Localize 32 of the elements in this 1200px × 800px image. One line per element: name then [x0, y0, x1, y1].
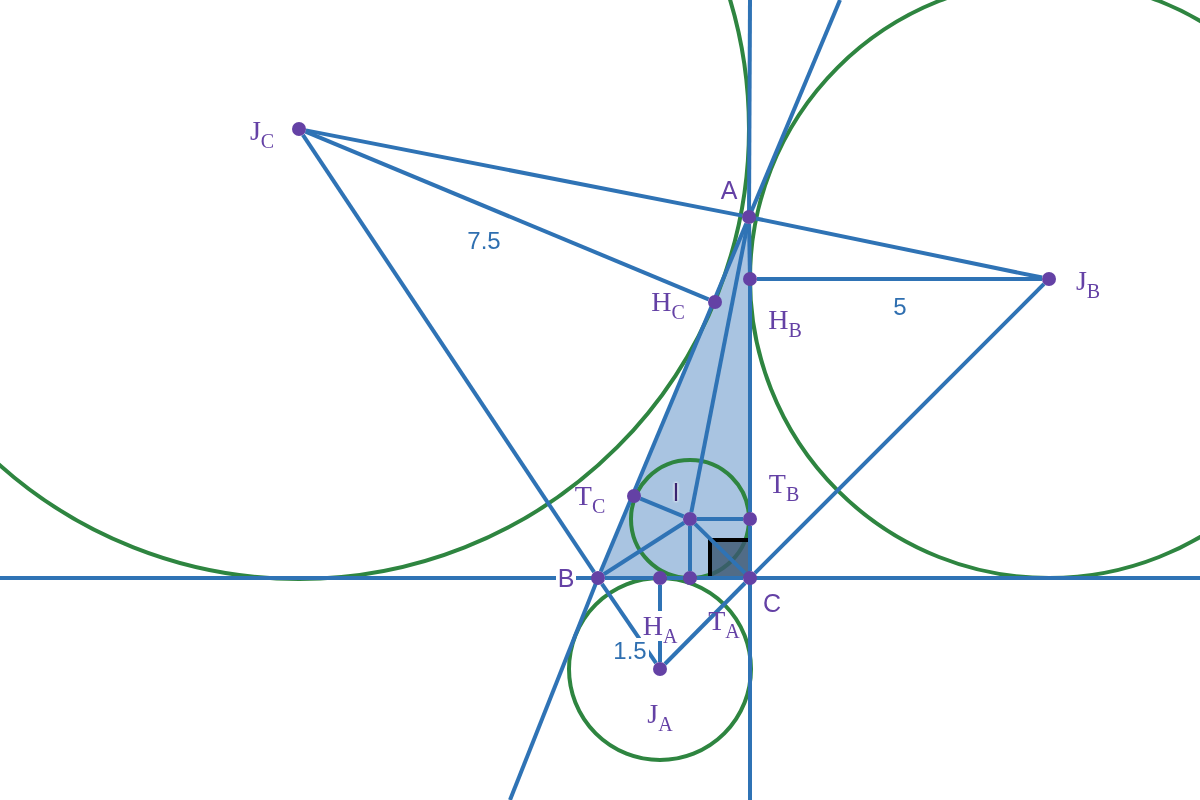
point-label: H$_{A}$ [640, 611, 680, 641]
line-segment [697, 576, 743, 580]
line-segment [755, 216, 1043, 280]
line-segment [305, 128, 743, 218]
point-label: I [672, 477, 680, 507]
point-label: H$_{B}$ [768, 305, 802, 335]
point-label: J$_{C}$ [249, 116, 275, 146]
point-label: H$_{C}$ [651, 287, 685, 317]
line-segment [747, 223, 752, 273]
point-label: T$_{C}$ [574, 481, 606, 511]
point-label: C [762, 588, 782, 618]
line-segment [600, 582, 658, 665]
line-segment [693, 522, 747, 575]
line-segment [697, 517, 743, 521]
line-segment [753, 282, 1046, 575]
line-segment [748, 526, 752, 571]
line-segment [748, 286, 752, 512]
line-segment [605, 576, 653, 580]
point-label: J$_{A}$ [647, 699, 673, 729]
line-segment [304, 129, 710, 302]
line-segment [639, 496, 685, 519]
line-segment [602, 521, 686, 576]
line-segment [757, 277, 1042, 281]
point-label: A [720, 175, 738, 205]
line-segment [688, 526, 692, 571]
point-label: J$_{B}$ [1075, 266, 1101, 296]
line-segment [689, 223, 750, 513]
line-segment [663, 581, 747, 666]
point-label: T$_{B}$ [768, 469, 800, 499]
line-segment [667, 576, 683, 580]
line-segment [301, 133, 596, 574]
point-label: T$_{A}$ [708, 606, 740, 636]
